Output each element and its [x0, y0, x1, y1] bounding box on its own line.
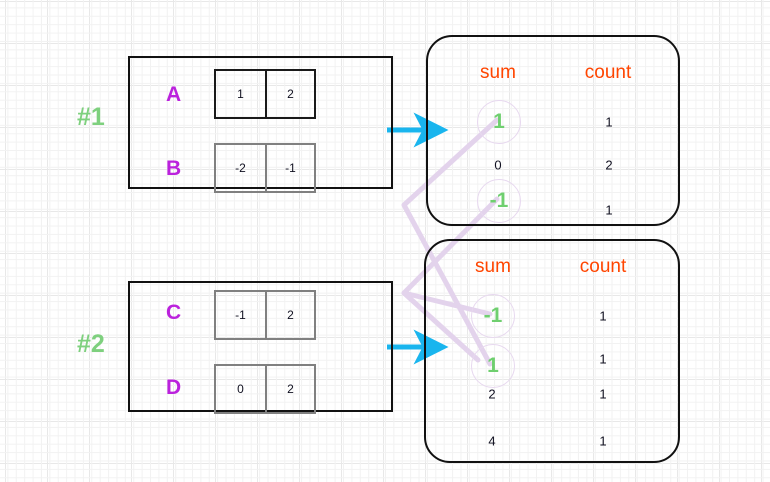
cell-A-1: 2: [265, 71, 314, 117]
row-letter-A: A: [166, 83, 182, 106]
panel-bottom: sum count -1 1 1 1 2 1 4 1: [424, 239, 680, 463]
cell-D-0: 0: [237, 382, 244, 396]
row-cells-B: -2 -1: [214, 143, 316, 193]
panel-bottom-header-sum: sum: [475, 256, 511, 277]
cell-B-0: -2: [235, 161, 246, 175]
panel-top-header-count: count: [584, 62, 632, 83]
row-cells-D: 0 2: [214, 364, 316, 414]
row-cells-C: -1 2: [214, 290, 316, 340]
cell-C-1: 2: [265, 292, 314, 338]
group-label-2: #2: [77, 330, 105, 358]
panel-bottom-count-2: 1: [599, 386, 607, 402]
panel-bottom-count-3: 1: [599, 433, 607, 449]
row-letter-B: B: [166, 157, 182, 180]
row-cells-A: 1 2: [214, 69, 316, 119]
group-box-1: [128, 56, 393, 189]
panel-top-count-0: 1: [605, 114, 613, 130]
panel-top-count-2: 1: [605, 202, 613, 218]
panel-bottom-sum-2: 2: [488, 386, 496, 402]
panel-top-sum-2: -1: [489, 189, 509, 212]
cell-A-0: 1: [237, 87, 244, 101]
row-letter-D: D: [166, 376, 182, 399]
group-label-1: #1: [77, 103, 105, 131]
cell-D-1: 2: [265, 366, 314, 412]
panel-bottom-sum-3: 4: [488, 433, 496, 449]
panel-top-sum-0: 1: [493, 110, 505, 133]
highlight-circle-bottom-row-1: [471, 344, 515, 388]
highlight-circle-top-row-0: [477, 100, 521, 144]
panel-bottom-count-0: 1: [599, 308, 607, 324]
panel-bottom-sum-1: 1: [487, 354, 499, 377]
group-box-2: [128, 281, 393, 412]
panel-bottom-header-count: count: [579, 256, 627, 277]
panel-top-count-1: 2: [605, 157, 613, 173]
row-letter-C: C: [166, 301, 182, 324]
highlight-circle-top-row-2: [477, 179, 521, 223]
highlight-circle-bottom-row-0: [471, 294, 515, 338]
panel-bottom-sum-0: -1: [483, 304, 503, 327]
panel-top-sum-1: 0: [494, 157, 502, 173]
panel-bottom-count-1: 1: [599, 351, 607, 367]
panel-top-header-sum: sum: [480, 62, 516, 83]
panel-top: sum count 1 1 0 2 -1 1: [426, 35, 680, 226]
cell-C-0: -1: [235, 308, 246, 322]
cell-B-1: -1: [265, 145, 314, 191]
